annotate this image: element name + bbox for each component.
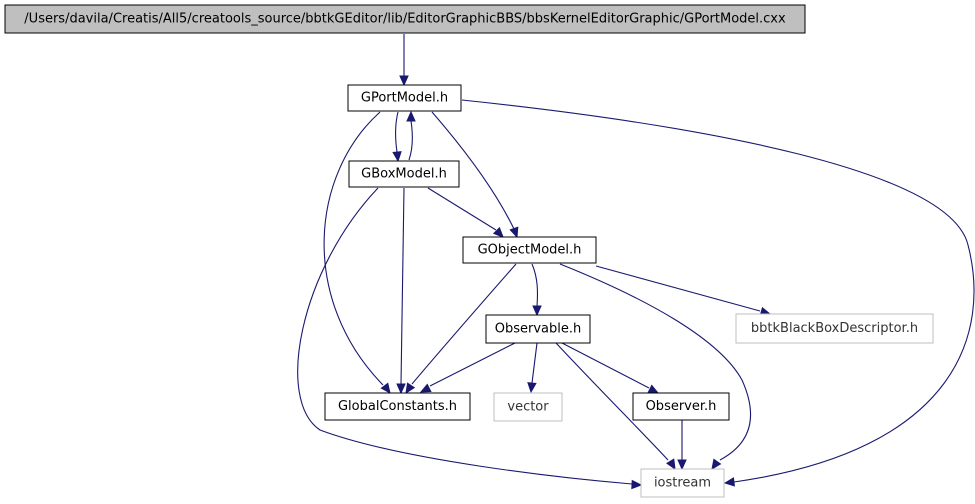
edge-line xyxy=(561,342,650,389)
arrowhead-icon xyxy=(419,383,432,393)
edge-root-to-gportmodel_h xyxy=(399,34,409,87)
node-gobjectmodel_h[interactable]: GObjectModel.h xyxy=(462,236,597,264)
node-box xyxy=(632,392,730,421)
node-box xyxy=(640,468,725,498)
node-label: GBoxModel.h xyxy=(361,167,447,182)
edge-line xyxy=(429,342,516,387)
node-observer_h[interactable]: Observer.h xyxy=(632,392,730,421)
edge-gboxmodel_h-to-globalconstants_h xyxy=(396,187,406,395)
arrowhead-icon xyxy=(711,458,722,471)
edge-line xyxy=(297,187,633,485)
edge-line xyxy=(531,263,539,307)
node-label: GPortModel.h xyxy=(361,91,448,106)
edge-gportmodel_h-to-gboxmodel_h xyxy=(392,111,402,163)
node-label: Observable.h xyxy=(495,322,582,337)
arrowhead-icon xyxy=(380,382,391,394)
node-label: GlobalConstants.h xyxy=(338,399,457,414)
arrowhead-icon xyxy=(677,459,687,471)
edge-line xyxy=(531,342,538,384)
node-box xyxy=(347,84,462,112)
node-box xyxy=(493,392,563,422)
edge-gboxmodel_h-to-gportmodel_h xyxy=(406,110,416,161)
node-label: GObjectModel.h xyxy=(478,243,582,258)
edge-line xyxy=(427,187,497,231)
edge-line xyxy=(559,263,751,461)
node-globalconstants_h[interactable]: GlobalConstants.h xyxy=(324,392,471,421)
node-gportmodel_h[interactable]: GPortModel.h xyxy=(347,84,462,112)
edges-layer xyxy=(297,34,975,490)
node-box xyxy=(462,236,597,264)
edge-observable_h-to-vector xyxy=(527,342,538,394)
edge-line xyxy=(395,111,399,153)
arrowhead-icon xyxy=(399,75,409,87)
edge-gobjectmodel_h-to-iostream xyxy=(559,263,751,471)
arrowhead-icon xyxy=(647,384,660,394)
edge-line xyxy=(555,342,669,461)
edge-gobjectmodel_h-to-observable_h xyxy=(531,263,542,317)
edge-gportmodel_h-to-globalconstants_h xyxy=(323,111,391,394)
node-gboxmodel_h[interactable]: GBoxModel.h xyxy=(348,160,460,188)
arrowhead-icon xyxy=(492,226,504,238)
edge-gboxmodel_h-to-iostream xyxy=(297,187,643,490)
node-box xyxy=(735,313,934,344)
arrowhead-icon xyxy=(532,305,542,317)
node-label: vector xyxy=(507,400,549,415)
node-bbtkblackboxdescriptor_h: bbtkBlackBoxDescriptor.h xyxy=(735,313,934,344)
edge-line xyxy=(461,99,975,483)
node-label: iostream xyxy=(654,476,711,491)
arrowhead-icon xyxy=(509,226,519,239)
edge-observer_h-to-iostream xyxy=(677,420,687,471)
edge-observable_h-to-iostream xyxy=(555,342,676,471)
node-iostream: iostream xyxy=(640,468,725,498)
node-root: /Users/davila/Creatis/All5/creatools_sou… xyxy=(4,4,806,34)
node-label: Observer.h xyxy=(646,399,717,414)
arrowhead-icon xyxy=(723,477,736,487)
node-vector: vector xyxy=(493,392,563,422)
node-box xyxy=(348,160,460,188)
node-box xyxy=(4,4,806,34)
arrowhead-icon xyxy=(396,383,406,395)
node-label: /Users/davila/Creatis/All5/creatools_sou… xyxy=(24,12,786,27)
arrowhead-icon xyxy=(527,382,537,394)
edge-gportmodel_h-to-gobjectmodel_h xyxy=(431,111,519,239)
edge-gobjectmodel_h-to-globalconstants_h xyxy=(405,263,517,395)
edge-line xyxy=(595,265,761,312)
arrowhead-icon xyxy=(392,151,402,163)
edge-line xyxy=(431,111,515,230)
edge-line xyxy=(400,187,405,385)
node-box xyxy=(324,392,471,421)
arrowhead-icon xyxy=(406,110,416,122)
edge-line xyxy=(411,263,517,385)
arrowhead-icon xyxy=(405,382,416,395)
arrowhead-icon xyxy=(666,458,676,471)
node-label: bbtkBlackBoxDescriptor.h xyxy=(751,321,918,336)
edge-observable_h-to-globalconstants_h xyxy=(419,342,516,393)
edge-gportmodel_h-to-iostream xyxy=(461,99,975,487)
edge-observable_h-to-observer_h xyxy=(561,342,660,394)
edge-gboxmodel_h-to-gobjectmodel_h xyxy=(427,187,504,238)
edge-line xyxy=(323,111,384,386)
edge-line xyxy=(408,120,413,161)
arrowhead-icon xyxy=(631,479,643,490)
node-box xyxy=(485,314,591,344)
node-observable_h[interactable]: Observable.h xyxy=(485,314,591,344)
nodes-layer: /Users/davila/Creatis/All5/creatools_sou… xyxy=(4,4,934,498)
